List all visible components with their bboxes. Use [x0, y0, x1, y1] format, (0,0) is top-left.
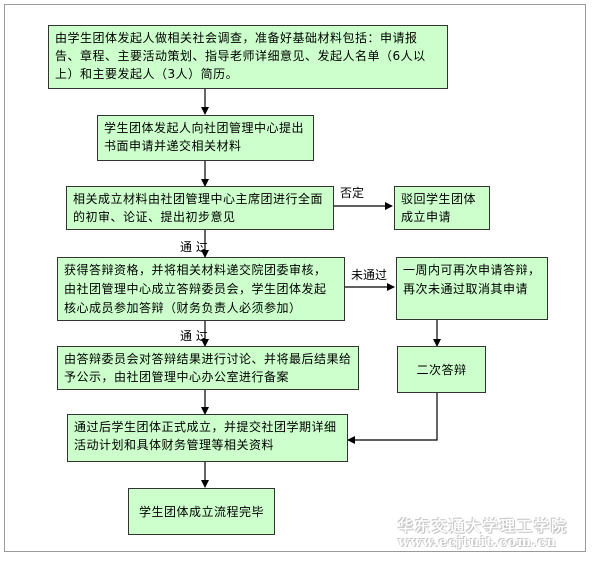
label-reject: 否定	[340, 186, 365, 200]
second-defense-box: 二次答辩	[397, 346, 486, 393]
watermark-logo-text: 华东交通大学理工学院	[398, 517, 569, 535]
label-pass-2: 通 过	[180, 329, 208, 343]
step1-box: 由学生团体发起人做相关社会调查，准备好基础材料包括：申请报告、章程、主要活动策划…	[48, 25, 448, 89]
step7-box: 学生团体成立流程完毕	[128, 488, 275, 535]
watermark-url: www.ecjtuit.com.cn	[398, 535, 557, 550]
label-pass-1: 通 过	[180, 240, 208, 254]
step3-box: 相关成立材料由社团管理中心主席团进行全面的初审、论证、提出初步意见	[66, 186, 334, 230]
diagram-frame	[4, 4, 586, 552]
label-not-pass: 未通过	[351, 268, 388, 282]
step6-box: 通过后学生团体正式成立，并提交社团学期详细活动计划和具体财务管理等相关资料	[67, 414, 348, 462]
step4-box: 获得答辩资格，并将相关材料递交院团委审核，由社团管理中心成立答辩委员会，学生团体…	[57, 257, 345, 321]
retry-box: 一周内可再次申请答辩，再次未通过取消其申请	[396, 257, 548, 320]
step2-box: 学生团体发起人向社团管理中心提出书面申请并递交相关材料	[97, 115, 314, 161]
reject-box: 驳回学生团体成立申请	[394, 186, 490, 230]
step5-box: 由答辩委员会对答辩结果进行讨论、并将最后结果给予公示，由社团管理中心办公室进行备…	[57, 346, 359, 390]
arrow-second-step6	[347, 393, 438, 444]
